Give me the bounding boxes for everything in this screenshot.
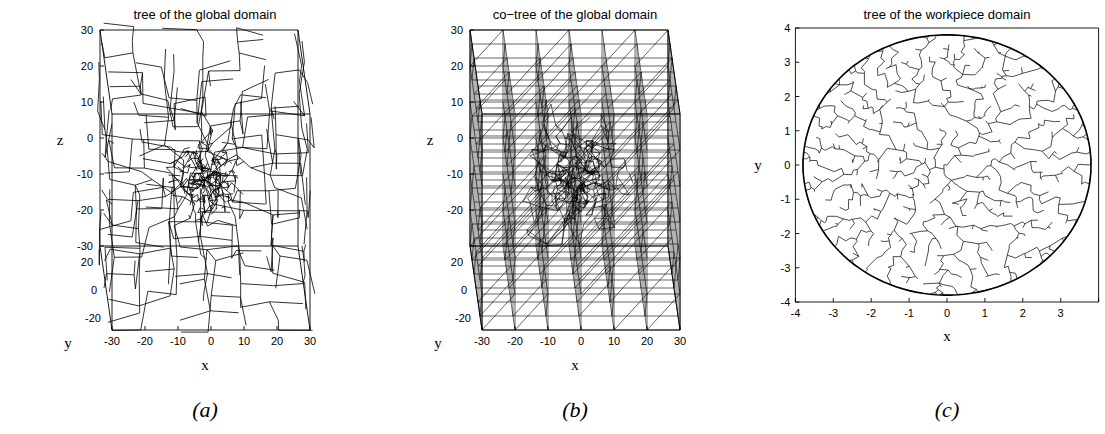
tick-label: -20	[137, 335, 153, 347]
axes-frame	[795, 28, 1098, 302]
tick-label: 20	[81, 256, 93, 268]
tick-label: 3	[784, 56, 790, 68]
tick-label: 10	[451, 96, 463, 108]
panel-title: co−tree of the global domain	[491, 8, 659, 22]
panel-label: (b)	[562, 398, 588, 422]
axis-label: x	[201, 357, 209, 374]
tick-label: 10	[608, 335, 620, 347]
tick-label: -2	[781, 228, 791, 240]
tick-label: -30	[104, 335, 120, 347]
tick-label: -20	[77, 204, 93, 216]
tree-plot	[98, 23, 315, 332]
tree-edges	[98, 23, 315, 332]
tick-label: 3	[1058, 307, 1064, 319]
tick-label: 0	[208, 335, 214, 347]
tick-label: 30	[674, 335, 686, 347]
tick-label: -3	[828, 307, 838, 319]
axis-label: y	[434, 335, 442, 352]
axis-label: x	[943, 328, 951, 345]
tick-label: 30	[81, 24, 93, 36]
tick-label: 10	[238, 335, 250, 347]
tick-label: -20	[507, 335, 523, 347]
tick-label: 4	[784, 22, 790, 34]
tick-label: 20	[451, 256, 463, 268]
axis-label: z	[427, 132, 434, 149]
tick-label: -10	[170, 335, 186, 347]
workpiece-tree-plot	[795, 28, 1098, 302]
tick-label: 20	[81, 60, 93, 72]
tick-label: 1	[982, 307, 988, 319]
axis-label: z	[57, 132, 64, 149]
tick-label: -4	[781, 296, 791, 308]
tree-edges	[803, 35, 1091, 295]
tick-label: 20	[451, 60, 463, 72]
tick-label: 1	[784, 125, 790, 137]
axis-label: x	[571, 357, 579, 374]
tick-label: 20	[641, 335, 653, 347]
tick-label: 20	[271, 335, 283, 347]
tick-label: -20	[455, 312, 471, 324]
tick-label: -10	[77, 168, 93, 180]
axis-label: y	[754, 157, 762, 174]
panel-label: (a)	[192, 398, 218, 422]
tick-label: 0	[87, 132, 93, 144]
panel-title: tree of the workpiece domain	[862, 8, 1033, 22]
tick-label: -3	[781, 262, 791, 274]
tick-label: 0	[91, 284, 97, 296]
tick-label: -10	[540, 335, 556, 347]
tick-label: 0	[457, 132, 463, 144]
tick-label: -4	[791, 307, 801, 319]
tick-label: 0	[784, 159, 790, 171]
axes-box	[470, 30, 680, 330]
axis-label: y	[64, 335, 72, 352]
tick-label: 0	[578, 335, 584, 347]
tick-label: 2	[1020, 307, 1026, 319]
panel-label: (c)	[935, 398, 959, 422]
tick-label: 30	[451, 24, 463, 36]
cotree-edges	[470, 30, 680, 330]
tick-label: -30	[474, 335, 490, 347]
tick-label: 0	[461, 284, 467, 296]
panel-title: tree of the global domain	[131, 8, 278, 22]
tick-label: 0	[944, 307, 950, 319]
tick-label: -30	[77, 240, 93, 252]
tick-label: -1	[781, 193, 791, 205]
tick-label: -2	[866, 307, 876, 319]
domain-boundary	[803, 35, 1091, 295]
cotree-plot	[470, 30, 680, 330]
tick-label: 2	[784, 91, 790, 103]
tick-label: 30	[304, 335, 316, 347]
tick-label: -1	[904, 307, 914, 319]
tick-label: 10	[81, 96, 93, 108]
tick-label: -10	[447, 168, 463, 180]
tick-label: -20	[85, 312, 101, 324]
tick-label: -20	[447, 204, 463, 216]
